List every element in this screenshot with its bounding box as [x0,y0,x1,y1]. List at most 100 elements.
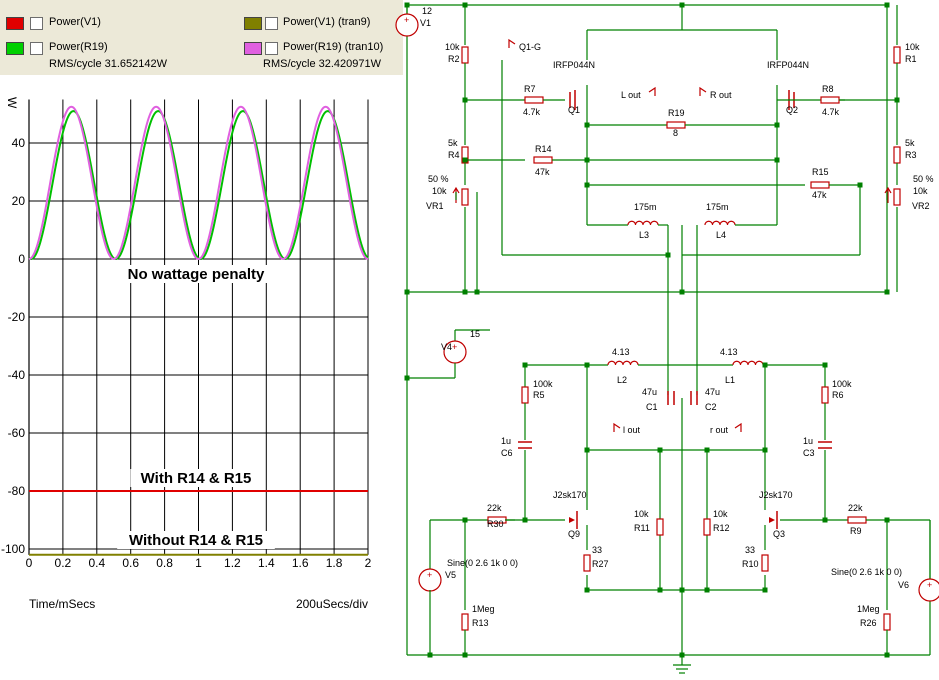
component-label: 1u [803,436,813,446]
component-label: R15 [812,167,829,177]
component-label: R8 [822,84,834,94]
component-label: IRFP044N [553,60,595,70]
component-label: R7 [524,84,536,94]
annotation-bg [112,265,280,283]
component-label: Q3 [773,529,785,539]
component-label: C1 [646,402,658,412]
y-tick-label: -100 [1,542,25,556]
legend-item-power-r19-tran10[interactable]: Power(R19) (tran10) [240,39,403,57]
component-label: 10k [905,42,920,52]
swatch-icon [244,42,262,55]
y-tick-label: -80 [8,484,26,498]
legend-panel: Power(V1) Power(R19) Power(V1) (tran9) P… [0,0,403,75]
component-label: V1 [420,18,431,28]
resistor-symbol [810,181,830,189]
annotation: With R14 & R15 [141,470,252,487]
component-label: 10k [432,186,447,196]
x-tick-label: 0.4 [88,556,105,570]
x-tick-label: 0.2 [55,556,72,570]
junction-dot [884,517,890,523]
inductor-symbol [627,220,659,226]
component-label: R out [710,90,732,100]
rms-readout-left: RMS/cycle 31.652142W [49,58,167,70]
component-label: 4.7k [523,107,541,117]
component-label: 1Meg [857,604,880,614]
junction-dot [404,2,410,8]
junction-dot [762,587,768,593]
voltage-source-symbol [395,13,419,37]
resistor-symbol [524,96,544,104]
checkbox-icon[interactable] [30,17,43,30]
component-label: R12 [713,523,730,533]
junction-dot [462,2,468,8]
transistor-arrow [769,517,775,523]
y-axis-label: W [5,97,19,109]
resistor-symbol [893,146,901,164]
resistor-symbol [821,386,829,404]
rms-readout-right: RMS/cycle 32.420971W [263,58,381,70]
checkbox-icon[interactable] [265,42,278,55]
resistor-symbol [883,613,891,631]
source-polarity-mark: + [427,570,432,580]
resistor-symbol [893,188,901,206]
component-label: V6 [898,580,909,590]
component-label: R11 [634,523,650,533]
junction-dot [704,587,710,593]
component-label: 47u [642,387,657,397]
component-label: Q2 [786,105,798,115]
junction-dot [584,447,590,453]
component-label: C6 [501,448,513,458]
component-label: J2sk170 [759,490,793,500]
junction-dot [679,289,685,295]
legend-item-power-v1-tran9[interactable]: Power(V1) (tran9) [240,14,403,32]
x-tick-label: 0.6 [122,556,139,570]
x-tick-label: 1.8 [326,556,343,570]
y-tick-label: 0 [18,252,25,266]
component-label: R5 [533,390,545,400]
checkbox-icon[interactable] [30,42,43,55]
voltage-source-symbol [918,578,939,602]
y-tick-label: 20 [12,194,26,208]
resistor-symbol [461,613,469,631]
y-tick-label: -20 [8,310,26,324]
junction-dot [762,362,768,368]
x-division-label: 200uSecs/div [296,597,368,611]
junction-dot [584,362,590,368]
component-label: 22k [487,503,502,513]
component-label: VR2 [912,201,930,211]
junction-dot [774,157,780,163]
component-label: R27 [592,559,609,569]
component-label: V5 [445,570,456,580]
annotation: No wattage penalty [128,266,265,283]
component-label: 12 [422,6,432,16]
component-label: Sine(0 2.6 1k 0 0) [447,558,518,568]
component-label: V4 [441,342,452,352]
junction-dot [665,252,671,258]
annotation: Without R14 & R15 [129,532,263,549]
junction-dot [462,517,468,523]
component-label: 22k [848,503,863,513]
component-label: 175m [706,202,729,212]
junction-dot [762,447,768,453]
junction-dot [679,587,685,593]
component-label: Q9 [568,529,580,539]
component-label: L3 [639,230,649,240]
component-label: R19 [668,108,685,118]
legend-item-power-r19[interactable]: Power(R19) [0,39,200,57]
x-tick-label: 0.8 [156,556,173,570]
component-label: 100k [533,379,553,389]
component-label: L4 [716,230,726,240]
component-label: IRFP044N [767,60,809,70]
annotation-bg [130,469,262,487]
junction-dot [774,122,780,128]
x-tick-label: 1.6 [292,556,309,570]
x-tick-label: 1.4 [258,556,275,570]
legend-item-power-v1[interactable]: Power(V1) [0,14,200,32]
y-tick-label: -60 [8,426,26,440]
component-label: R13 [472,618,489,628]
checkbox-icon[interactable] [265,17,278,30]
component-label: R1 [905,54,917,64]
component-label: R4 [448,150,460,160]
